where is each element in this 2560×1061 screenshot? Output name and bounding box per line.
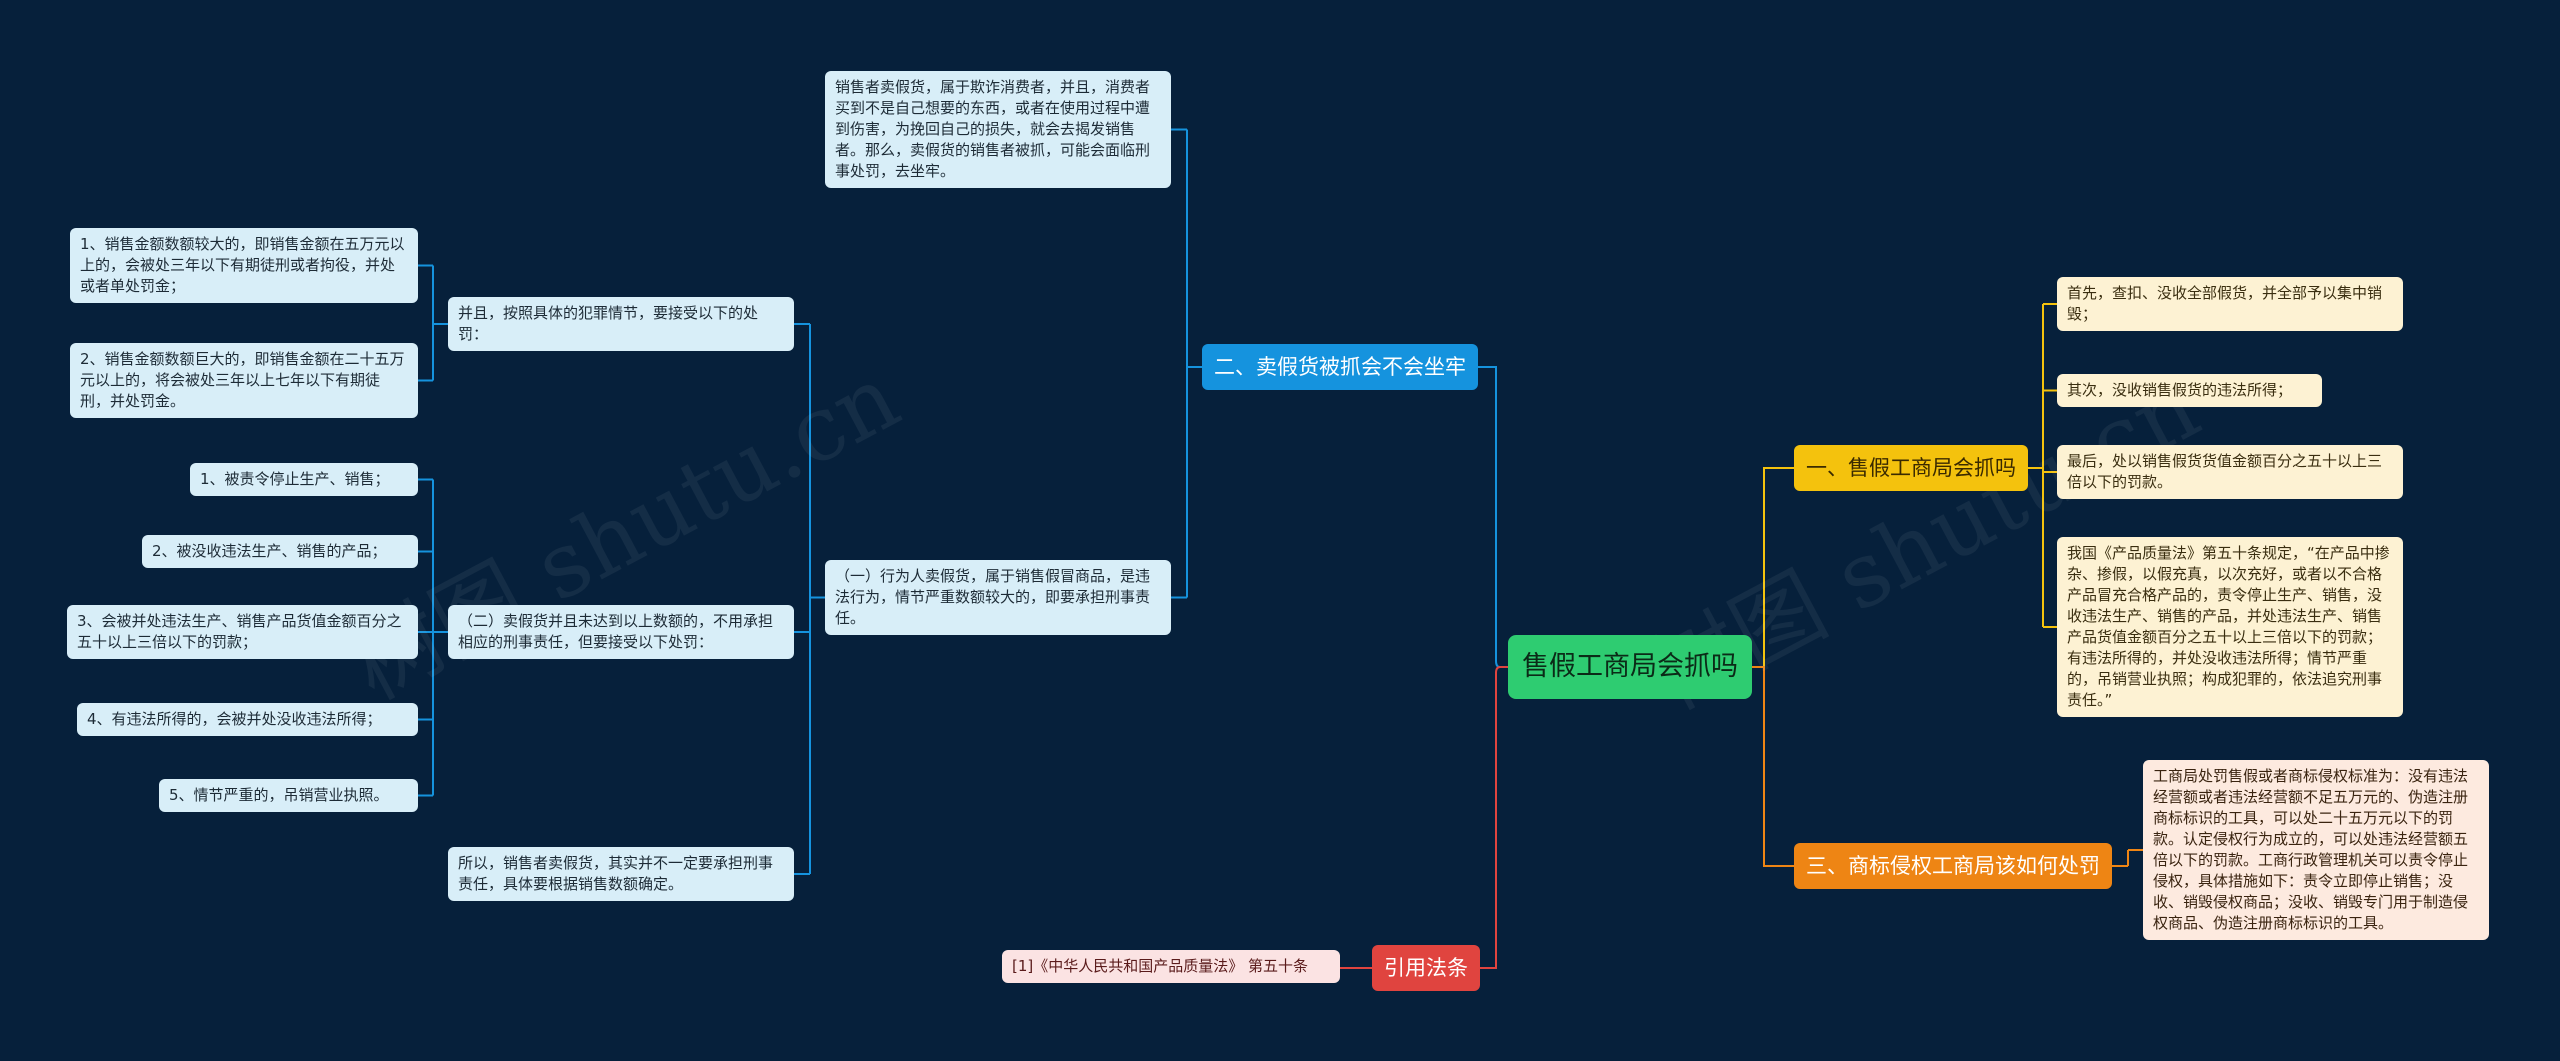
leaf-conclusion[interactable]: 所以，销售者卖假货，其实并不一定要承担刑事责任，具体要根据销售数额确定。 [448,847,794,901]
leaf-criminal-1[interactable]: 1、销售金额数额较大的，即销售金额在五万元以上的，会被处三年以下有期徒刑或者拘役… [70,228,418,303]
leaf-case-one[interactable]: （一）行为人卖假货，属于销售假冒商品，是违法行为，情节严重数额较大的，即要承担刑… [825,560,1171,635]
leaf-trademark-penalty[interactable]: 工商局处罚售假或者商标侵权标准为：没有违法经营额或者违法经营额不足五万元的、伪造… [2143,760,2489,940]
leaf-penalty-3[interactable]: 3、会被并处违法生产、销售产品货值金额百分之五十以上三倍以下的罚款； [67,605,418,659]
root-link-b1 [1752,467,1794,668]
branch-node-trademark[interactable]: 三、商标侵权工商局该如何处罚 [1794,843,2112,889]
leaf-intro[interactable]: 销售者卖假货，属于欺诈消费者，并且，消费者买到不是自己想要的东西，或者在使用过程… [825,71,1171,188]
leaf-penalty-5[interactable]: 5、情节严重的，吊销营业执照。 [159,779,418,812]
leaf-law-quote[interactable]: 我国《产品质量法》第五十条规定，“在产品中掺杂、掺假，以假充真，以次充好，或者以… [2057,537,2403,717]
leaf-criminal-2[interactable]: 2、销售金额数额巨大的，即销售金额在二十五万元以上的，将会被处三年以上七年以下有… [70,343,418,418]
leaf-step-3[interactable]: 最后，处以销售假货货值金额百分之五十以上三倍以下的罚款。 [2057,445,2403,499]
root-node[interactable]: 售假工商局会抓吗 [1508,635,1752,699]
branch-node-jail[interactable]: 二、卖假货被抓会不会坐牢 [1202,344,1478,390]
leaf-step-1[interactable]: 首先，查扣、没收全部假货，并全部予以集中销毁； [2057,277,2403,331]
leaf-penalty-1[interactable]: 1、被责令停止生产、销售； [190,463,418,496]
leaf-case-two[interactable]: （二）卖假货并且未达到以上数额的，不用承担相应的刑事责任，但要接受以下处罚： [448,605,794,659]
branch-node-arrest[interactable]: 一、售假工商局会抓吗 [1794,445,2028,491]
leaf-step-2[interactable]: 其次，没收销售假货的违法所得； [2057,374,2322,407]
root-link-b2 [1478,366,1508,668]
leaf-circumstances[interactable]: 并且，按照具体的犯罪情节，要接受以下的处罚： [448,297,794,351]
leaf-penalty-4[interactable]: 4、有违法所得的，会被并处没收违法所得； [77,703,418,736]
leaf-citation[interactable]: [1]《中华人民共和国产品质量法》 第五十条 [1002,950,1340,983]
root-link-b4 [1480,666,1508,969]
leaf-penalty-2[interactable]: 2、被没收违法生产、销售的产品； [142,535,418,568]
branch-node-citation[interactable]: 引用法条 [1372,945,1480,991]
root-link-b3 [1752,666,1794,867]
